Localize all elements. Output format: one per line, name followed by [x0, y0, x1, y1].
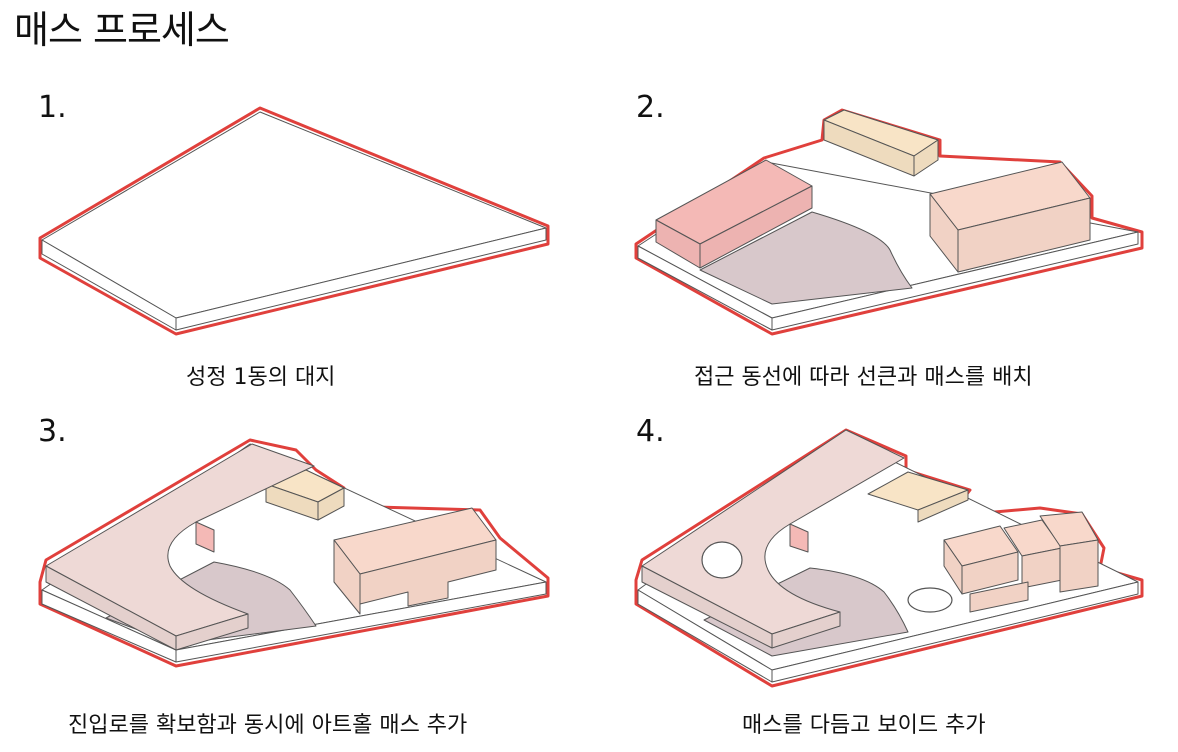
site-model-3	[38, 438, 550, 668]
step-number-1: 1.	[38, 90, 67, 125]
site-slab-front-3	[175, 581, 547, 663]
mass-peach-c-front-4	[1059, 539, 1099, 593]
page-title: 매스 프로세스	[14, 8, 230, 52]
mass-yellow-front-4	[917, 489, 969, 523]
mass-red-inner-3	[195, 521, 215, 553]
step-caption-3: 진입로를 확보함과 동시에 아트홀 매스 추가	[68, 713, 468, 738]
site-outline-1	[38, 106, 550, 336]
site-model-1	[38, 106, 550, 336]
mass-red-inner-4	[789, 523, 809, 553]
site-slab-front-1	[175, 227, 547, 331]
mass-peach-front-2	[929, 193, 959, 273]
site-outline-3	[38, 438, 550, 668]
mass-red-front-2	[655, 219, 701, 269]
mass-hall-top-4	[641, 429, 905, 635]
step-caption-1: 성정 1동의 대지	[186, 365, 336, 390]
mass-peach-side-3	[359, 539, 497, 607]
mass-peach-a-side-4	[943, 539, 963, 595]
mass-yellow-front-2	[823, 119, 915, 177]
mass-hall-top-3	[45, 443, 315, 637]
site-model-4	[634, 428, 1144, 688]
step-number-3: 3.	[38, 414, 67, 449]
step-number-4: 4.	[636, 414, 665, 449]
mass-hall-side-3	[175, 613, 249, 651]
mass-peach-low-4	[969, 581, 1029, 613]
site-model-2	[634, 108, 1144, 336]
site-slab-front-4	[771, 581, 1139, 683]
mass-hall-side-4	[771, 611, 841, 649]
step-caption-2: 접근 동선에 따라 선큰과 매스를 배치	[694, 365, 1033, 390]
site-slab-front-2	[771, 231, 1139, 331]
mass-yellow-side-3	[317, 487, 345, 521]
step-caption-4: 매스를 다듬고 보이드 추가	[742, 713, 986, 738]
site-outline-4	[634, 428, 1144, 688]
void-circle-ground-4	[907, 587, 953, 613]
sunken-court-2	[699, 211, 913, 305]
void-circle-roof-4	[701, 541, 743, 579]
step-number-2: 2.	[636, 90, 665, 125]
mass-peach-front-3	[333, 539, 361, 615]
